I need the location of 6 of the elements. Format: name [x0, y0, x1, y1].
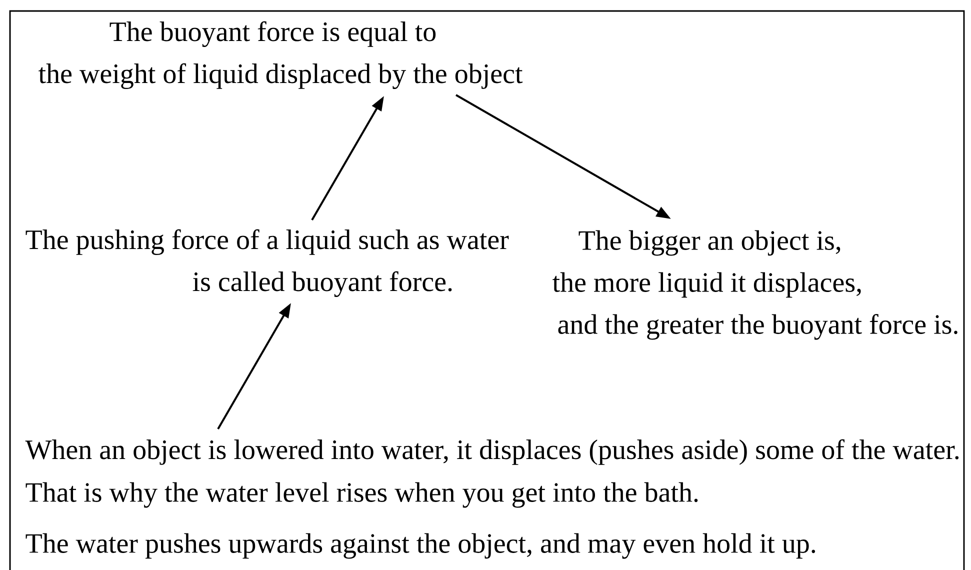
statement-text: The buoyant force is equal to the weight of liquid displaced by the object [38, 21, 523, 90]
sentence-text: That is why the water level rises when you get into the bath. [26, 482, 698, 508]
statement-text: The bigger an object is, the more liquid it displaces, and the greater the buoyant force is. [552, 230, 958, 340]
sentence-text: The water pushes upwards against the object, and may even hold it up. [26, 533, 816, 559]
statement-text: The pushing force of a liquid such as water is called buoyant force. [26, 229, 509, 298]
statement-text: When an object is lowered into water, it displaces (pushes aside) some of the water. [25, 439, 959, 465]
